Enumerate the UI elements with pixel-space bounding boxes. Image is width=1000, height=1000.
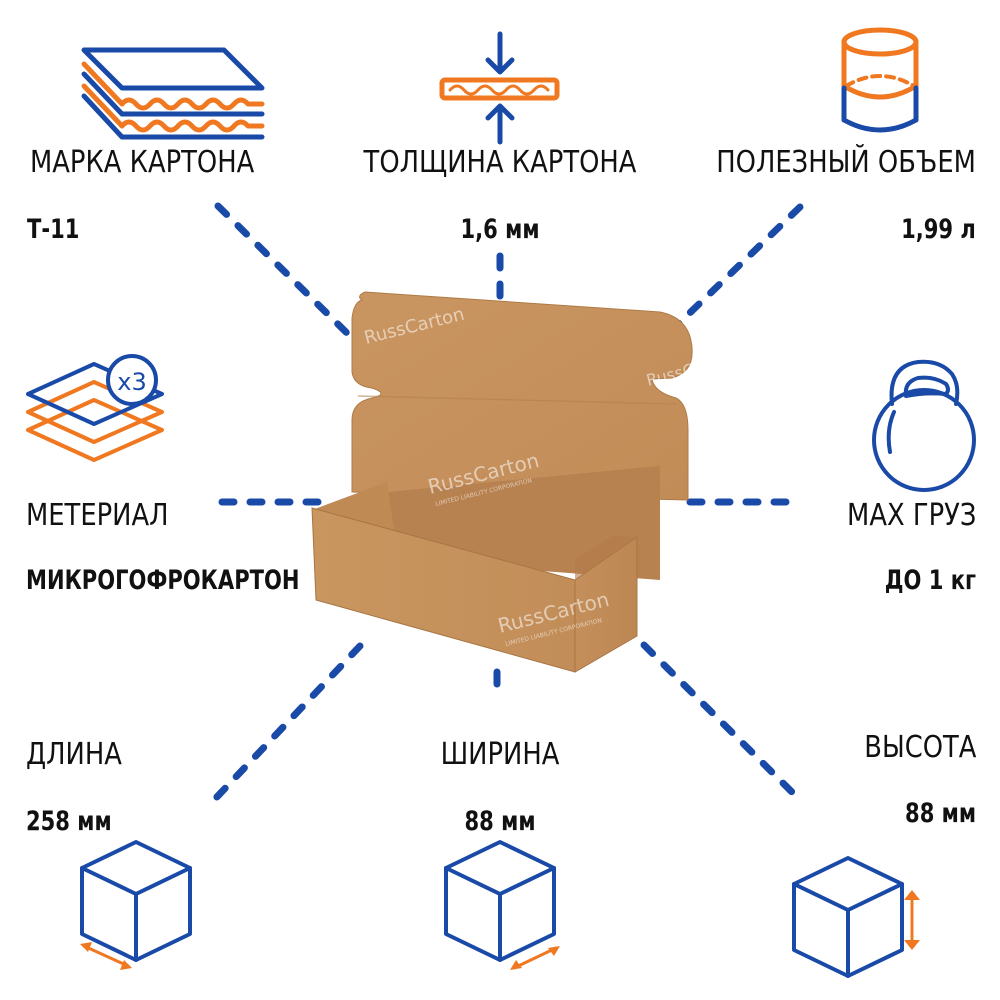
connector-brand <box>214 202 356 342</box>
badge-x3 <box>106 354 158 406</box>
spec-length-value: 258 мм <box>26 806 112 837</box>
spec-height-label: ВЫСОТА <box>863 730 976 765</box>
cube-width-icon <box>444 840 560 970</box>
box-lid-flap <box>351 291 693 501</box>
spec-volume-value: 1,99 л <box>901 214 976 245</box>
spec-width-label: ШИРИНА <box>440 737 560 772</box>
cube-height-icon <box>792 856 920 978</box>
spec-material-label: МЕТЕРИАЛ <box>26 498 169 533</box>
spec-brand-label: МАРКА КАРТОНА <box>30 145 255 180</box>
connector-volume <box>668 203 804 334</box>
thickness-arrows-icon <box>439 31 560 145</box>
stacked-sheets-icon: x3 <box>26 354 164 462</box>
spec-brand-value: Т-11 <box>27 214 80 245</box>
connector-length <box>210 642 364 804</box>
spec-thickness-label: ТОЛЩИНА КАРТОНА <box>363 145 637 180</box>
cube-length-icon <box>80 840 192 970</box>
spec-length-label: ДЛИНА <box>26 737 122 772</box>
spec-thickness-value: 1,6 мм <box>460 214 540 245</box>
corrugated-layers-icon <box>81 47 265 140</box>
spec-volume-label: ПОЛЕЗНЫЙ ОБЪЕМ <box>716 145 976 180</box>
spec-max-load-value: ДО 1 кг <box>884 565 976 596</box>
connector-height <box>640 641 804 804</box>
spec-material-value: МИКРОГОФРОКАРТОН <box>26 565 300 596</box>
badge-x3-text: x3 <box>117 368 146 396</box>
spec-max-load-label: MAX ГРУЗ <box>846 498 976 533</box>
spec-height-value: 88 мм <box>904 798 976 829</box>
spec-width-value: 88 мм <box>464 806 536 837</box>
kettlebell-icon <box>872 359 976 492</box>
cylinder-volume-icon <box>841 27 919 133</box>
